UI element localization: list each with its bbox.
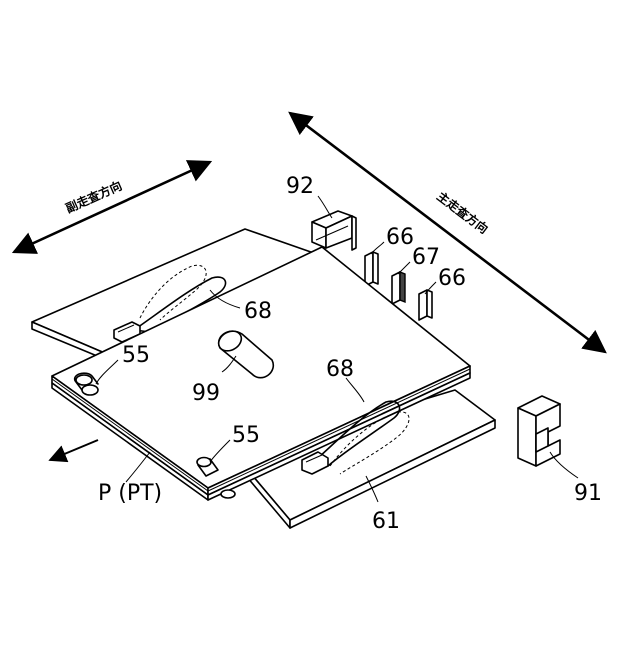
label-66-b: 66	[438, 266, 466, 291]
sub-scan-direction-label: 副走査方向	[63, 178, 124, 216]
post-66-a	[365, 252, 378, 286]
sub-scan-direction-arrow	[14, 162, 210, 252]
label-68-upper: 68	[244, 299, 272, 324]
feed-direction-arrow	[50, 440, 98, 460]
label-55-left: 55	[122, 343, 150, 368]
post-66-b	[419, 290, 432, 320]
block-92	[312, 211, 356, 250]
label-67: 67	[412, 245, 440, 270]
label-92: 92	[286, 174, 314, 199]
label-61: 61	[372, 509, 400, 534]
label-99: 99	[192, 381, 220, 406]
label-P-PT: P (PT)	[98, 481, 162, 506]
label-55-right: 55	[232, 423, 260, 448]
block-91	[518, 396, 560, 466]
label-66-a: 66	[386, 225, 414, 250]
post-67	[392, 272, 405, 304]
label-68-lower: 68	[326, 357, 354, 382]
label-91: 91	[574, 481, 602, 506]
